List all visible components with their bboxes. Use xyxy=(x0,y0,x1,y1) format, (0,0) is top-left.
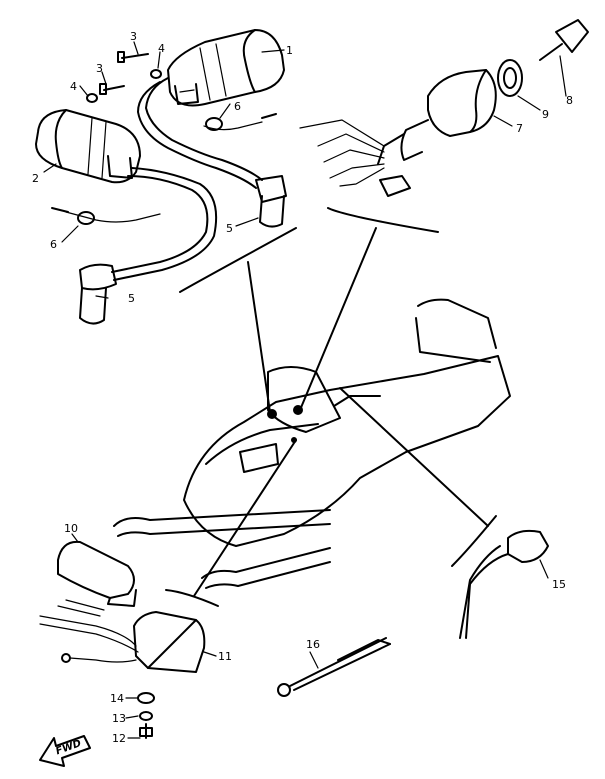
spark-plug-cap-left xyxy=(79,263,117,325)
callout-numbers: 1 2 3 3 4 4 5 5 6 6 7 8 9 10 11 12 13 14… xyxy=(32,30,573,745)
high-tension-cord-upper xyxy=(137,77,263,189)
ground-lead xyxy=(277,637,391,697)
callout-8: 8 xyxy=(566,94,573,107)
switch-nut xyxy=(497,59,523,97)
callout-5-upper: 5 xyxy=(226,222,233,235)
cdi-unit xyxy=(133,611,206,673)
callout-5-lower: 5 xyxy=(128,292,135,305)
fwd-label: FWD xyxy=(54,738,82,757)
callout-12: 12 xyxy=(112,732,126,745)
left-ski xyxy=(113,509,331,537)
callout-4-lower: 4 xyxy=(70,80,77,93)
bolt-lower xyxy=(99,83,125,95)
condenser xyxy=(57,540,137,607)
cdi-wiring xyxy=(39,599,139,663)
callout-11: 11 xyxy=(218,650,232,663)
high-tension-cord-lower xyxy=(111,167,218,281)
ignition-key xyxy=(539,19,589,61)
callout-2: 2 xyxy=(32,172,39,185)
callout-4-upper: 4 xyxy=(158,42,165,55)
callout-9: 9 xyxy=(542,108,549,121)
forward-direction-arrow: FWD xyxy=(39,735,91,767)
primary-lead-lower xyxy=(51,207,161,225)
ignition-coil-lower xyxy=(35,109,141,184)
main-switch xyxy=(377,69,497,165)
callout-16: 16 xyxy=(306,638,320,651)
callout-3-upper: 3 xyxy=(130,30,137,43)
callout-13: 13 xyxy=(112,712,126,725)
callout-1: 1 xyxy=(286,44,293,57)
washer-upper xyxy=(150,69,162,79)
callout-7: 7 xyxy=(516,122,523,135)
callout-15: 15 xyxy=(552,578,566,591)
callout-14: 14 xyxy=(110,692,124,705)
ignition-coil-upper xyxy=(167,29,285,107)
hardware-stack xyxy=(137,692,155,739)
main-switch-leads xyxy=(299,119,411,197)
washer-lower xyxy=(86,93,98,103)
bolt-upper xyxy=(117,51,149,63)
right-ski xyxy=(201,547,331,589)
callout-lines xyxy=(43,41,567,739)
primary-lead-upper xyxy=(203,113,277,131)
callout-3-lower: 3 xyxy=(96,62,103,75)
callout-6-upper: 6 xyxy=(234,100,241,113)
callout-6-lower: 6 xyxy=(50,238,57,251)
leader-lines xyxy=(165,207,497,607)
snowmobile-body xyxy=(183,298,511,547)
callout-10: 10 xyxy=(64,522,78,535)
stop-switch xyxy=(459,529,549,639)
spark-plug-cap-right xyxy=(255,175,287,228)
